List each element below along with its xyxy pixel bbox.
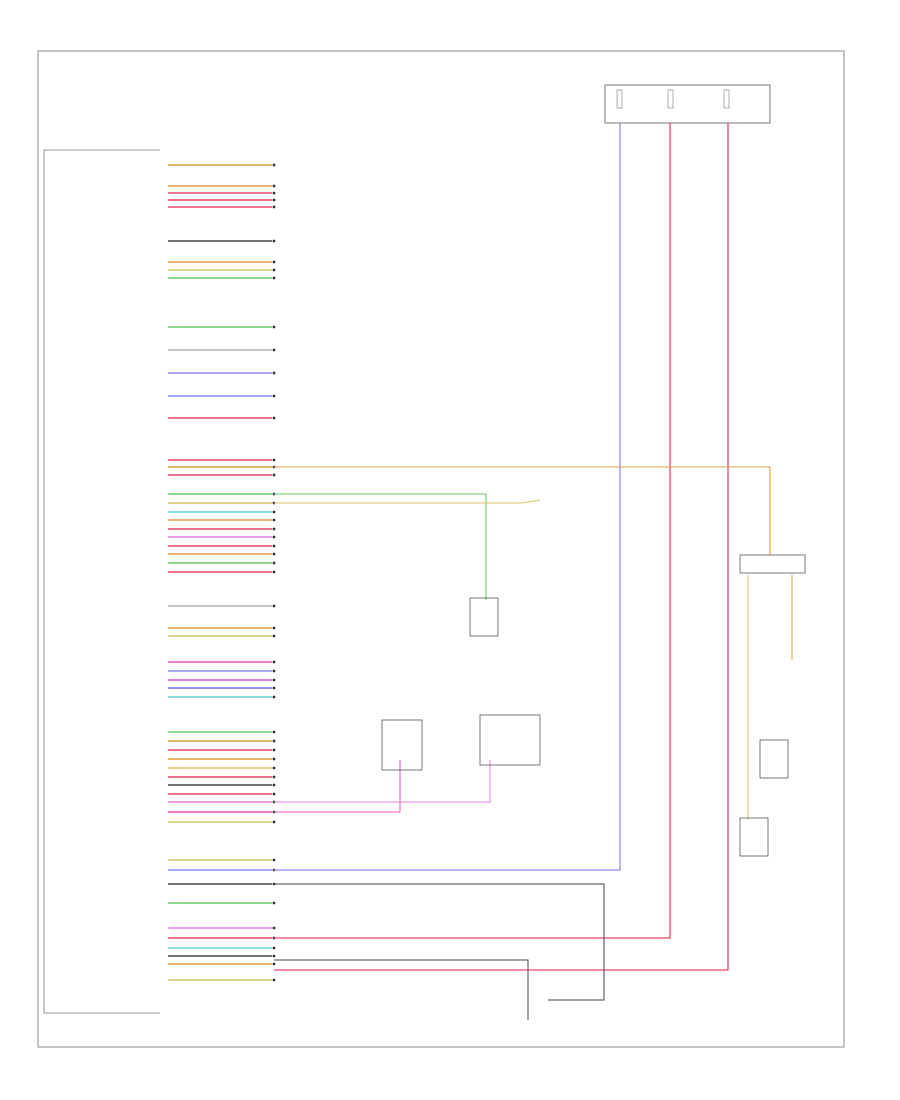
wire-terminal xyxy=(272,268,276,272)
wire-terminal xyxy=(272,748,276,752)
wire-terminal xyxy=(272,660,276,664)
wire-terminal xyxy=(272,473,276,477)
feeder-wire-red-2 xyxy=(274,123,729,971)
wire-terminal xyxy=(272,669,276,673)
diagram-frame xyxy=(37,50,845,1048)
wire-terminal xyxy=(272,371,276,375)
misc-wires xyxy=(274,466,793,1020)
wire-terminal xyxy=(272,184,276,188)
fuse-1 xyxy=(616,89,623,109)
run-pink xyxy=(274,760,401,813)
wire-terminal xyxy=(272,191,276,195)
components xyxy=(381,554,806,857)
wire-terminal xyxy=(272,954,276,958)
wire-terminal xyxy=(272,678,276,682)
wire-terminal xyxy=(272,198,276,202)
wire-terminal xyxy=(272,544,276,548)
run-green xyxy=(274,493,487,600)
wire-terminal xyxy=(272,527,276,531)
wire-terminal xyxy=(272,535,276,539)
wire-terminal xyxy=(272,901,276,905)
wire-terminal xyxy=(272,783,276,787)
run-pink-2 xyxy=(274,760,491,803)
wire-terminal xyxy=(272,416,276,420)
wire-terminal xyxy=(272,695,276,699)
run-black-1 xyxy=(274,883,605,1001)
wire-terminal xyxy=(272,458,276,462)
wire-terminal xyxy=(272,163,276,167)
wire-terminal xyxy=(272,634,276,638)
component-trans-connector xyxy=(479,714,541,766)
wire-terminal xyxy=(272,561,276,565)
wire-terminal xyxy=(272,604,276,608)
run-black-2 xyxy=(274,959,529,1020)
module-bracket xyxy=(43,149,160,1014)
component-cluster-connector xyxy=(381,719,423,771)
wire-terminal xyxy=(272,739,276,743)
wire-terminal xyxy=(272,962,276,966)
wires xyxy=(168,163,276,982)
fuse-3 xyxy=(723,89,730,109)
feeder-wires xyxy=(274,123,729,971)
wire-terminal xyxy=(272,775,276,779)
component-harness xyxy=(739,554,806,574)
wire-terminal xyxy=(272,325,276,329)
wire-terminal xyxy=(272,926,276,930)
run-orange xyxy=(274,466,771,555)
fuse-block xyxy=(604,84,771,124)
wire-terminal xyxy=(272,205,276,209)
wire-terminal xyxy=(272,518,276,522)
wire-terminal xyxy=(272,276,276,280)
wire-terminal xyxy=(272,510,276,514)
wire-terminal xyxy=(272,978,276,982)
wire-terminal xyxy=(272,570,276,574)
feeder-wire-red xyxy=(274,123,671,939)
wire-terminal xyxy=(272,820,276,824)
fuse-block-outline xyxy=(604,84,771,124)
wire-terminal xyxy=(272,946,276,950)
wire-terminal xyxy=(272,858,276,862)
wire-terminal xyxy=(272,766,276,770)
wire-terminal xyxy=(272,757,276,761)
wire-terminal xyxy=(272,730,276,734)
component-switch-right xyxy=(759,739,789,779)
wire-terminal xyxy=(272,626,276,630)
fuse-2 xyxy=(667,89,674,109)
wire-terminal xyxy=(272,552,276,556)
wire-terminal xyxy=(272,348,276,352)
component-switch-left xyxy=(469,597,499,637)
feeder-wire-blue xyxy=(274,123,621,871)
wire-terminal xyxy=(272,792,276,796)
component-switch-right-2 xyxy=(739,817,769,857)
wire-terminal xyxy=(272,394,276,398)
wire-terminal xyxy=(272,239,276,243)
wire-terminal xyxy=(272,686,276,690)
run-yellow xyxy=(274,499,541,504)
wire-terminal xyxy=(272,260,276,264)
